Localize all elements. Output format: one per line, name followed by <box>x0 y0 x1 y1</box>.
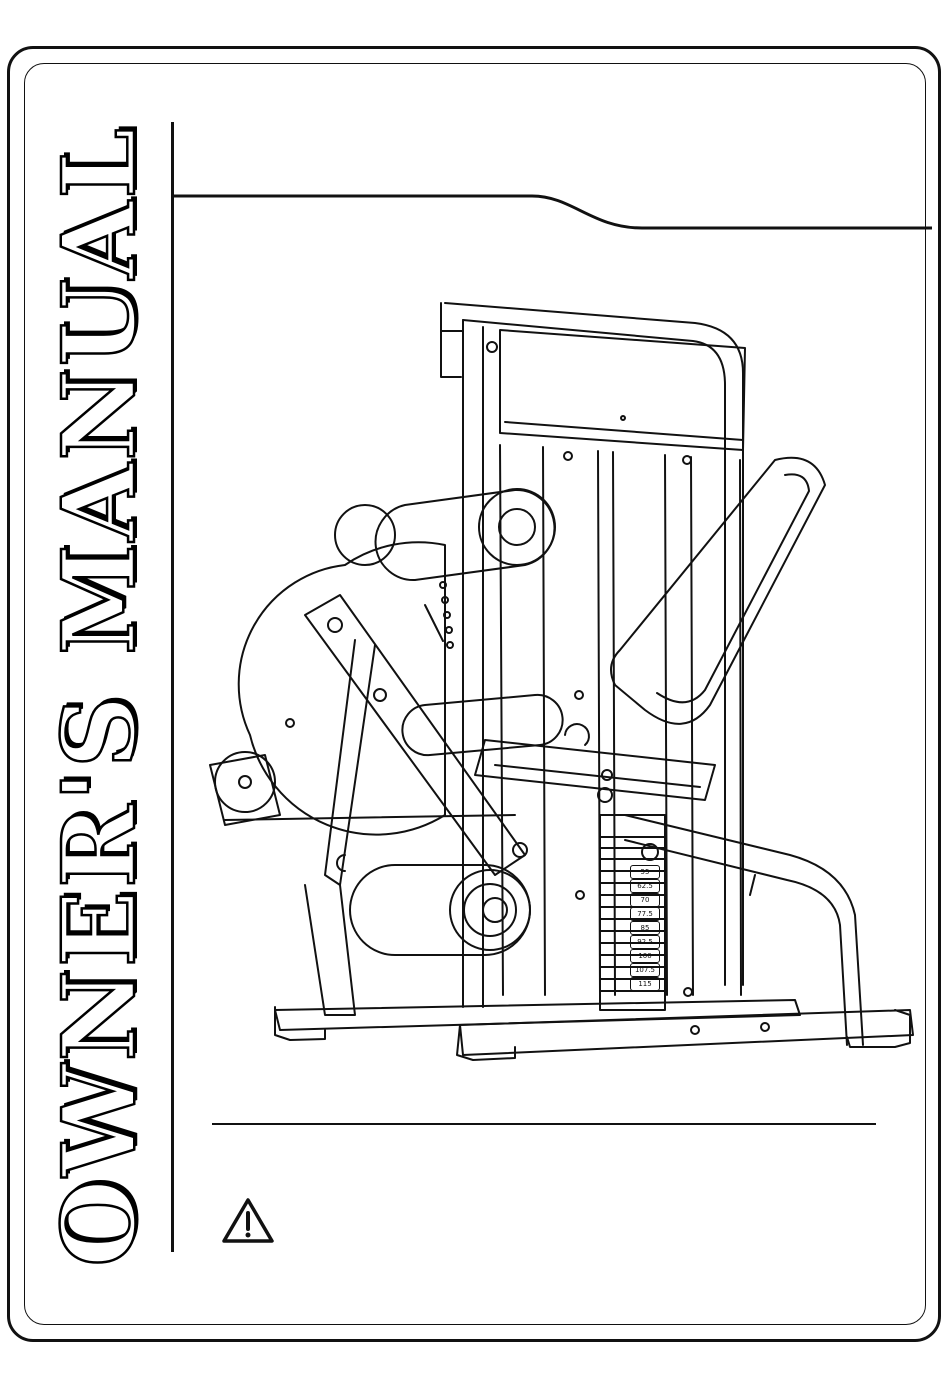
machine-illustration <box>195 295 920 1075</box>
weight-label: 77.5 <box>630 907 660 921</box>
vertical-divider <box>171 122 174 1252</box>
header-curve-line <box>172 190 932 235</box>
cover-title-area: OWNER'S MANUAL <box>56 142 142 1250</box>
weight-stack-labels: 55 62.5 70 77.5 85 92.5 100 107.5 115 <box>630 865 660 991</box>
cover-title: OWNER'S MANUAL <box>49 125 149 1267</box>
weight-label: 55 <box>630 865 660 879</box>
weight-label: 85 <box>630 921 660 935</box>
weight-label: 62.5 <box>630 879 660 893</box>
warning-triangle-icon <box>221 1196 275 1246</box>
weight-label: 92.5 <box>630 935 660 949</box>
weight-label: 70 <box>630 893 660 907</box>
weight-label: 107.5 <box>630 963 660 977</box>
weight-label: 100 <box>630 949 660 963</box>
weight-label: 115 <box>630 977 660 991</box>
bottom-divider <box>212 1123 876 1125</box>
